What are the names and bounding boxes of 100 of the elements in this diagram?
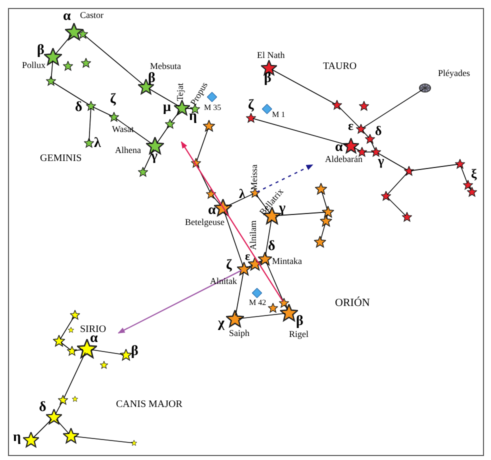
star-symbol xyxy=(320,215,332,227)
star-symbol xyxy=(371,147,381,157)
constellation-line xyxy=(52,82,90,106)
star-symbol xyxy=(280,304,298,322)
star-symbol xyxy=(206,189,216,199)
constellation-line xyxy=(256,194,270,214)
constellation-line xyxy=(321,190,328,210)
star-symbol xyxy=(332,100,342,110)
constellation-line xyxy=(143,148,154,171)
star-symbol xyxy=(46,76,56,86)
star-name: Alnilam xyxy=(249,220,258,250)
constellation-line xyxy=(170,110,180,123)
constellation-line xyxy=(284,304,288,310)
constellation-line xyxy=(56,419,70,434)
greek-letter: α xyxy=(90,332,98,346)
star-symbol xyxy=(356,124,366,134)
greek-letter: χ xyxy=(218,317,224,331)
greek-letter: α xyxy=(63,10,71,24)
constellation-line xyxy=(338,106,360,128)
constellation-line xyxy=(212,195,222,206)
star-symbol xyxy=(165,119,175,129)
greek-letter: μ xyxy=(163,101,171,115)
greek-letter: γ xyxy=(378,154,384,167)
constellation-line xyxy=(377,152,408,170)
star-symbol xyxy=(86,101,96,111)
constellation-line xyxy=(265,219,272,257)
constellation-name: GEMINIS xyxy=(40,154,82,164)
star-name: Castor xyxy=(80,11,104,20)
star-symbol xyxy=(23,432,39,448)
star-name: Saiph xyxy=(229,329,250,338)
star-name: M 42 xyxy=(249,299,266,307)
star-symbol xyxy=(53,335,65,347)
star-symbol xyxy=(46,409,62,425)
star-symbol xyxy=(67,346,77,356)
star-symbol xyxy=(237,262,251,276)
greek-letter: η xyxy=(189,110,197,124)
star-symbol xyxy=(138,167,148,177)
pointer-arrow xyxy=(118,270,242,334)
star-name: M 35 xyxy=(204,104,222,112)
constellation-line xyxy=(226,193,254,207)
greek-letter: β xyxy=(148,72,156,86)
star-symbol xyxy=(191,158,201,168)
constellation-line xyxy=(362,88,424,128)
constellation-line xyxy=(84,34,144,86)
greek-letter: β xyxy=(37,44,44,58)
star-symbol xyxy=(58,395,68,405)
constellation-line xyxy=(246,264,253,268)
constellation-line xyxy=(387,197,406,216)
diamond-marker xyxy=(262,104,272,114)
constellation-line xyxy=(387,172,408,195)
constellation-line xyxy=(460,166,468,184)
constellation-line xyxy=(90,349,124,355)
constellation-line xyxy=(362,130,370,138)
star-symbol xyxy=(365,134,375,144)
constellation-line xyxy=(353,147,361,152)
constellation-line xyxy=(320,222,326,240)
greek-letter: ζ xyxy=(110,93,116,107)
constellation-line xyxy=(88,108,92,142)
star-symbol xyxy=(322,206,334,218)
star-symbol xyxy=(78,29,88,39)
constellation-line xyxy=(74,436,134,444)
star-symbol xyxy=(359,101,369,111)
star-symbol xyxy=(214,199,232,217)
constellation-line xyxy=(266,261,284,302)
pointer-arrow xyxy=(180,141,284,302)
diamond-marker xyxy=(252,288,262,298)
constellation-name: TAURO xyxy=(323,62,357,72)
star-symbol xyxy=(109,112,119,122)
constellation-name: ORIÓN xyxy=(335,298,370,309)
constellation-line xyxy=(50,60,54,80)
star-symbol xyxy=(467,187,477,197)
greek-letter: ε xyxy=(245,250,250,262)
constellation-line xyxy=(224,211,244,267)
greek-letter: β xyxy=(131,345,138,359)
star-symbol xyxy=(357,147,367,157)
greek-letter: ζ xyxy=(248,99,254,113)
star-symbol xyxy=(246,113,256,123)
star-symbol xyxy=(258,252,272,266)
star-symbol xyxy=(72,396,78,402)
star-symbol xyxy=(463,180,473,190)
star-name: Meissa xyxy=(250,164,259,190)
constellation-line xyxy=(148,88,180,107)
star-name: Tejat xyxy=(176,83,185,101)
star-symbol xyxy=(248,257,262,271)
star-symbol xyxy=(100,361,108,369)
constellation-line xyxy=(326,214,328,220)
star-symbol xyxy=(81,58,91,68)
star-symbol xyxy=(455,159,465,169)
star-name: SIRIO xyxy=(80,325,106,335)
greek-letter: γ xyxy=(151,150,158,164)
star-symbol xyxy=(226,310,244,328)
star-symbol xyxy=(44,48,62,66)
constellation-name: CANIS MAJOR xyxy=(116,400,182,410)
constellation-line xyxy=(184,108,194,110)
constellation-line xyxy=(271,69,336,104)
star-symbol xyxy=(63,428,79,444)
star-symbol xyxy=(120,349,132,361)
greek-letter: ξ xyxy=(471,167,477,180)
star-symbol xyxy=(190,104,200,114)
star-symbol xyxy=(65,23,83,41)
